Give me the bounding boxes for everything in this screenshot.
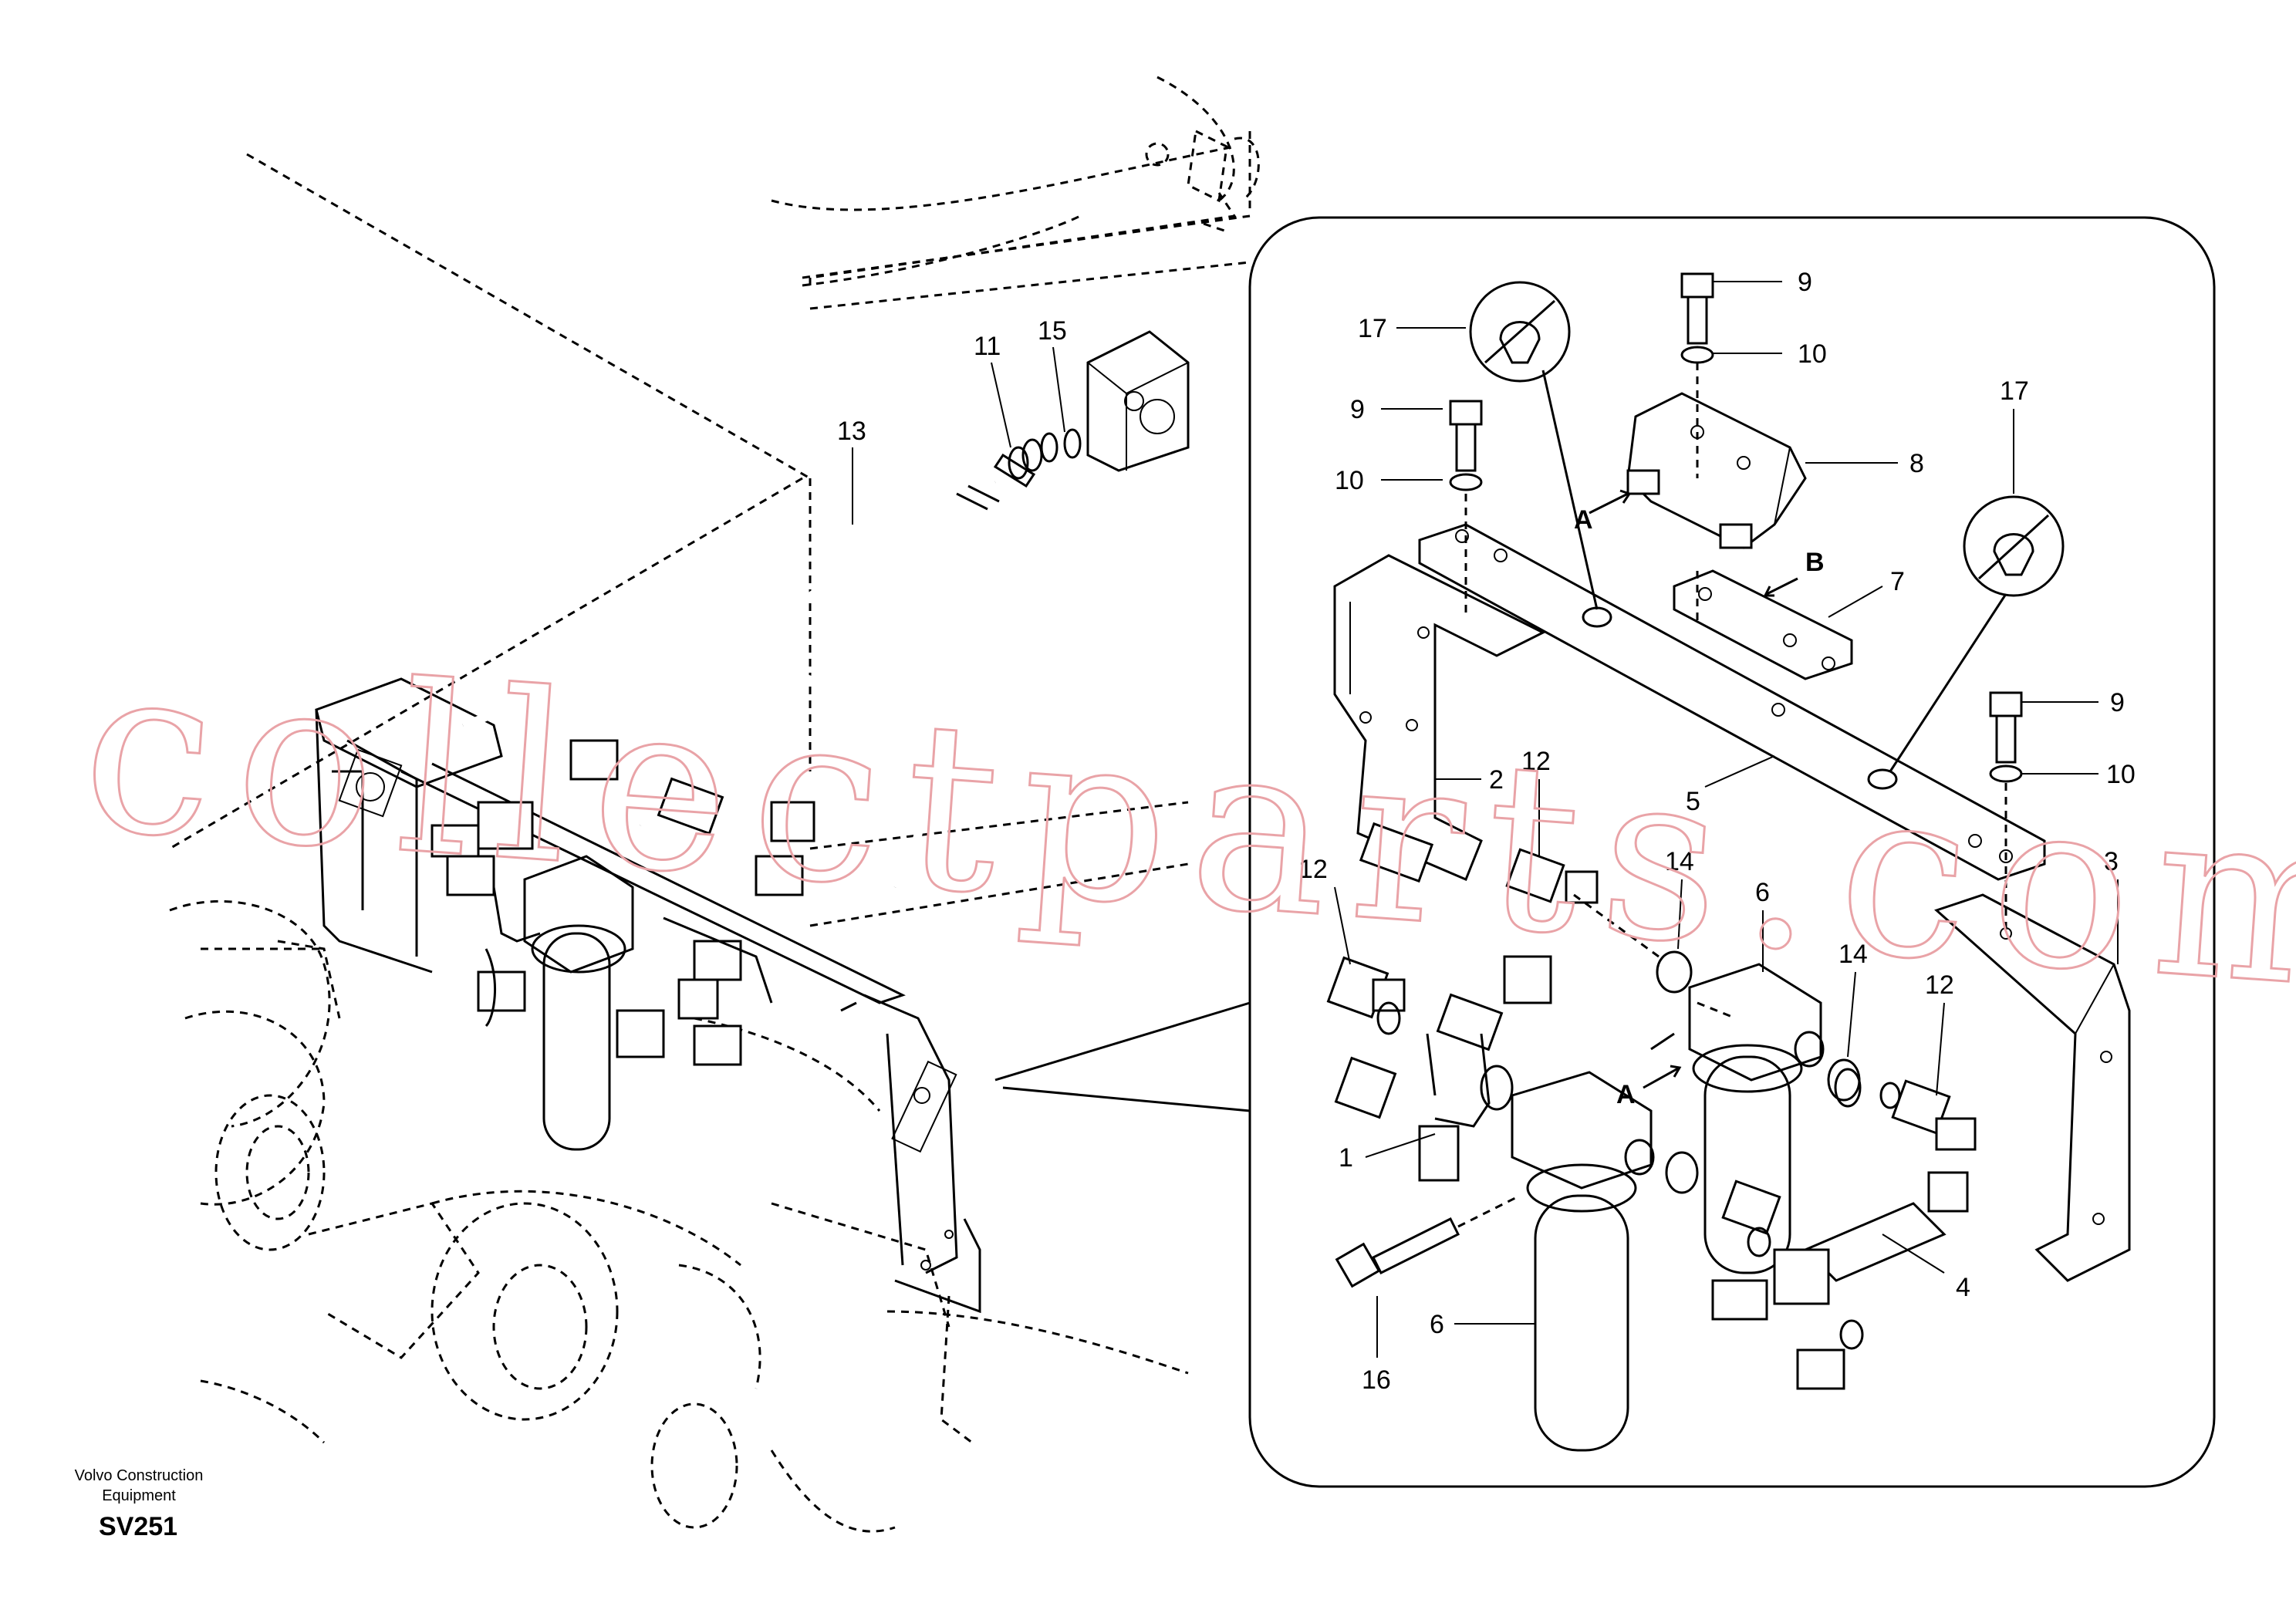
no-paint-symbol-17a	[1469, 281, 1571, 383]
fittings-12-and-tee-4	[1711, 1068, 1977, 1390]
publisher-credit-line-1: Volvo Construction	[74, 1467, 204, 1484]
o-ring-14b	[1827, 1058, 1861, 1102]
hose-13	[636, 453, 1036, 828]
callout-15: 15	[1038, 316, 1067, 346]
callout-6b: 6	[1430, 1310, 1444, 1339]
callout-12b: 12	[1298, 855, 1328, 884]
callout-10a: 10	[1798, 339, 1827, 369]
fittings-12-and-tee-1	[1326, 848, 1599, 1182]
callout-b: B	[1805, 548, 1825, 577]
callout-a-lower: A	[1616, 1080, 1636, 1109]
callouts: 13 11 15 17 9 10 9 10 8 17 A B 7 9 10 2 …	[837, 268, 2136, 1395]
callout-17a: 17	[1358, 314, 1387, 343]
bolt-9b	[1449, 400, 1483, 491]
detail-leader-line	[994, 1001, 1251, 1112]
callout-9b: 9	[1350, 395, 1365, 424]
callout-12c: 12	[1925, 970, 1954, 1000]
callout-12a: 12	[1521, 747, 1551, 776]
callout-6a: 6	[1755, 878, 1770, 907]
bolt-9c	[1989, 691, 2023, 783]
fitting-11-15	[1008, 330, 1190, 480]
callout-7: 7	[1890, 567, 1905, 596]
diagram-code: SV251	[99, 1512, 178, 1541]
bolt-9a	[1680, 272, 1714, 364]
machine-context-outline	[169, 76, 1260, 1533]
bolt-16	[1335, 1217, 1460, 1288]
detail-frame	[1248, 216, 2216, 1488]
callout-14b: 14	[1838, 940, 1868, 969]
callout-9c: 9	[2110, 688, 2125, 717]
o-ring-14a	[1656, 950, 1693, 994]
publisher-credit-line-2: Equipment	[102, 1487, 176, 1504]
filter-assembly-overview	[315, 659, 981, 1314]
filter-6-lower	[1511, 1071, 1655, 1452]
publisher-credit: Volvo Construction Equipment	[54, 1466, 224, 1506]
callout-11: 11	[974, 332, 1001, 361]
callout-2: 2	[1489, 765, 1504, 795]
callout-8: 8	[1909, 449, 1924, 478]
watermark: collectparts.com	[76, 613, 2296, 1044]
callout-3: 3	[2104, 847, 2119, 876]
no-paint-symbol-17b	[1963, 495, 2065, 597]
callout-10c: 10	[2106, 760, 2136, 789]
detail-assembly	[1326, 272, 2131, 1452]
callout-16: 16	[1362, 1365, 1391, 1395]
callout-a-upper: A	[1574, 505, 1593, 535]
callout-4: 4	[1956, 1273, 1970, 1302]
callout-1: 1	[1339, 1143, 1353, 1173]
callout-17b: 17	[2000, 376, 2029, 406]
callout-14a: 14	[1665, 847, 1694, 876]
callout-13: 13	[837, 417, 866, 446]
callout-5: 5	[1686, 787, 1700, 816]
callout-10b: 10	[1335, 466, 1364, 495]
callout-9a: 9	[1798, 268, 1812, 297]
